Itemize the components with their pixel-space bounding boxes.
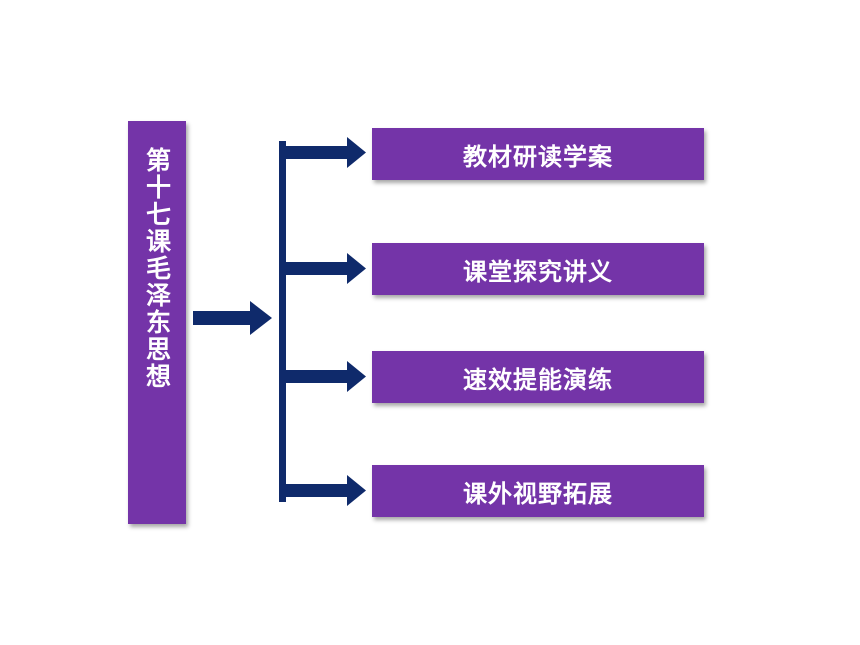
lesson-title: 第十七课毛泽东思想 (142, 147, 172, 390)
branch-arrow-4 (286, 475, 366, 506)
menu-item-extended-reading[interactable]: 课外视野拓展 (372, 465, 704, 517)
menu-item-label: 教材研读学案 (463, 142, 613, 171)
menu-item-label: 速效提能演练 (463, 365, 613, 394)
menu-item-class-inquiry[interactable]: 课堂探究讲义 (372, 243, 704, 295)
menu-item-quick-practice[interactable]: 速效提能演练 (372, 351, 704, 403)
branch-arrow-3 (286, 361, 366, 392)
bracket-vertical-line (279, 141, 286, 502)
menu-item-label: 课外视野拓展 (463, 479, 613, 508)
lesson-title-box: 第十七课毛泽东思想 (128, 121, 186, 524)
branch-arrow-1 (286, 137, 366, 168)
main-arrow (193, 301, 272, 335)
menu-item-textbook-study[interactable]: 教材研读学案 (372, 128, 704, 180)
menu-item-label: 课堂探究讲义 (463, 257, 613, 286)
branch-arrow-2 (286, 253, 366, 284)
